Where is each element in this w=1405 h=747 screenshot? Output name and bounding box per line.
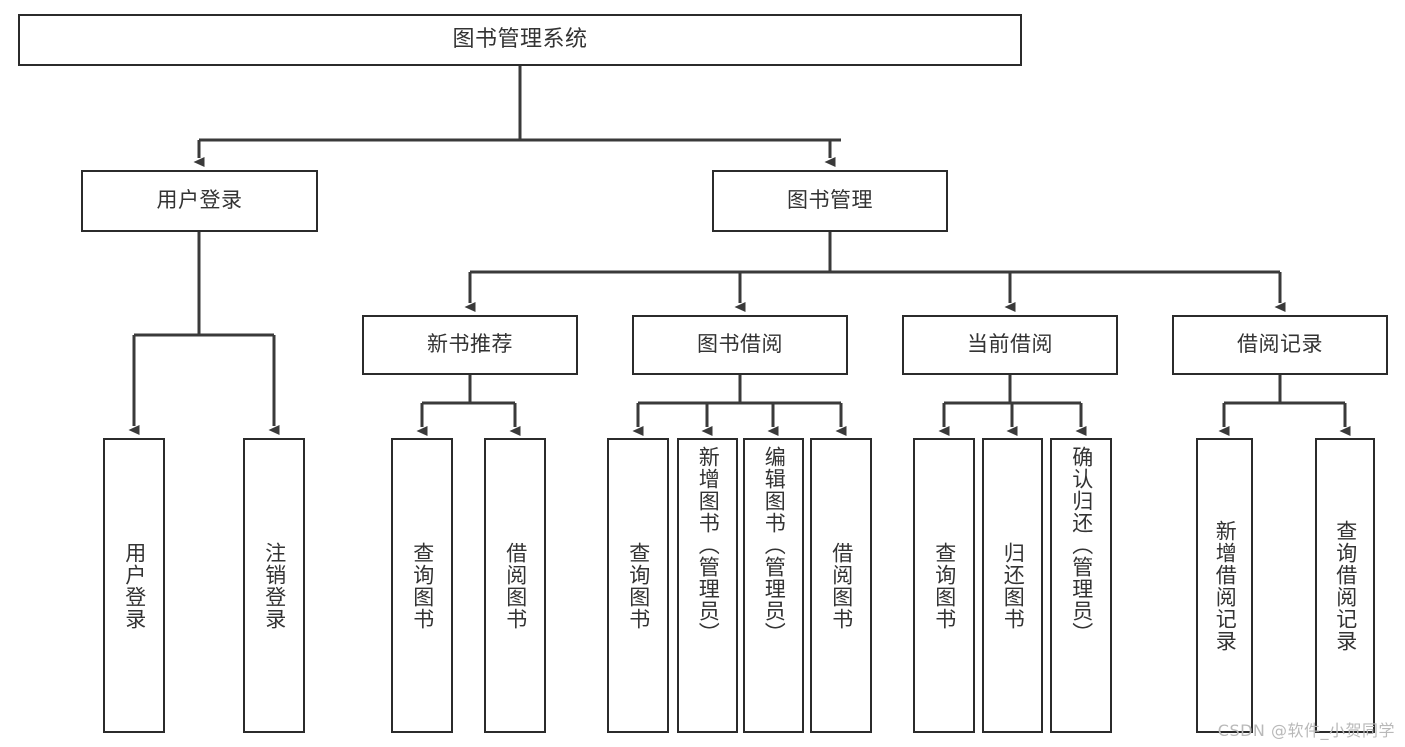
leaf-borrow-book[interactable]: 借阅图书 (810, 438, 872, 733)
leaf-add-book-admin[interactable]: 新增图书（管理员） (677, 438, 738, 733)
node-book-borrow[interactable]: 图书借阅 (632, 315, 848, 375)
node-label: 借阅图书 (503, 541, 528, 630)
leaf-confirm-return-admin[interactable]: 确认归还（管理员） (1050, 438, 1112, 733)
node-label: 当前借阅 (967, 332, 1053, 357)
node-book-management[interactable]: 图书管理 (712, 170, 948, 232)
leaf-query-borrow-record[interactable]: 查询借阅记录 (1315, 438, 1375, 733)
node-current-borrow[interactable]: 当前借阅 (902, 315, 1118, 375)
node-root-system[interactable]: 图书管理系统 (18, 14, 1022, 66)
node-label: 新增图书（管理员） (696, 446, 721, 644)
leaf-logout[interactable]: 注销登录 (243, 438, 305, 733)
node-label: 借阅记录 (1237, 332, 1323, 357)
node-label: 查询借阅记录 (1333, 519, 1358, 652)
node-label: 新增借阅记录 (1213, 519, 1238, 652)
node-label: 用户登录 (122, 541, 147, 630)
node-label: 注销登录 (262, 541, 287, 630)
node-new-book-recommend[interactable]: 新书推荐 (362, 315, 578, 375)
node-label: 借阅图书 (829, 541, 854, 630)
node-label: 图书管理系统 (452, 26, 588, 52)
node-label: 确认归还（管理员） (1069, 446, 1094, 644)
watermark-text: CSDN @软件_小贺同学 (1217, 721, 1395, 740)
node-label: 图书借阅 (697, 332, 783, 357)
leaf-return-book[interactable]: 归还图书 (982, 438, 1043, 733)
leaf-query-book-borrow[interactable]: 查询图书 (607, 438, 669, 733)
leaf-query-book-current[interactable]: 查询图书 (913, 438, 975, 733)
node-label: 归还图书 (1001, 541, 1026, 630)
node-borrow-record[interactable]: 借阅记录 (1172, 315, 1388, 375)
node-label: 查询图书 (932, 541, 957, 630)
leaf-borrow-book-recommend[interactable]: 借阅图书 (484, 438, 546, 733)
node-label: 查询图书 (626, 541, 651, 630)
node-label: 查询图书 (410, 541, 435, 630)
node-label: 编辑图书（管理员） (762, 446, 787, 644)
leaf-user-login[interactable]: 用户登录 (103, 438, 165, 733)
node-label: 用户登录 (156, 188, 243, 213)
node-label: 新书推荐 (427, 332, 513, 357)
leaf-edit-book-admin[interactable]: 编辑图书（管理员） (743, 438, 804, 733)
node-user-login[interactable]: 用户登录 (81, 170, 318, 232)
node-label: 图书管理 (787, 188, 873, 213)
leaf-add-borrow-record[interactable]: 新增借阅记录 (1196, 438, 1253, 733)
leaf-query-book-recommend[interactable]: 查询图书 (391, 438, 453, 733)
